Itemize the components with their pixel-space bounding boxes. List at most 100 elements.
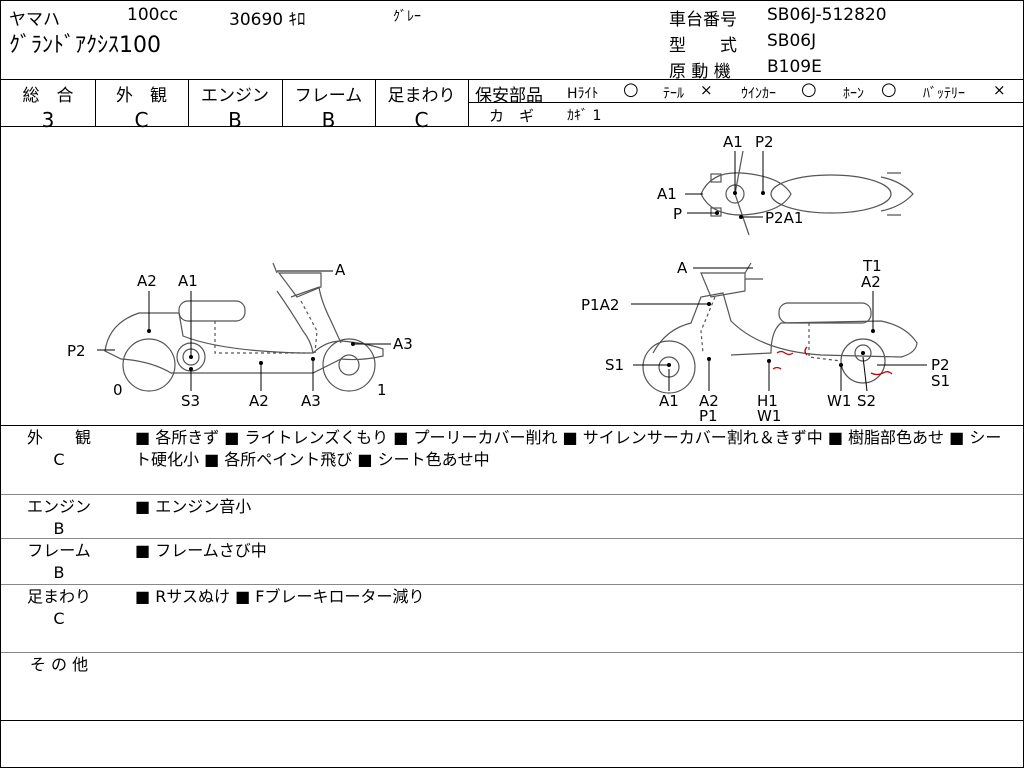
diagram-label: P2 (755, 133, 774, 151)
section-grade: B (53, 563, 65, 582)
model-type-value: SB06J (767, 31, 817, 51)
grade-engine: エンジン B (188, 81, 282, 132)
grade-label: 総 合 (22, 86, 74, 106)
diagram-label: A3 (393, 335, 413, 353)
grade-value: C (134, 108, 149, 132)
divider (1, 720, 1023, 721)
safety-item-mark: × (700, 81, 713, 99)
diagram-label: T1 (862, 257, 882, 275)
model-name: ｸﾞﾗﾝﾄﾞｱｸｼｽ100 (9, 33, 161, 58)
section-frame-text: ■ フレームさび中 (135, 541, 267, 560)
section-exterior-label: 外 観 C (19, 427, 99, 471)
diagram-label: A2 (137, 272, 157, 290)
frame-number-value: SB06J-512820 (767, 5, 887, 25)
grade-value: 3 (41, 108, 55, 132)
section-frame-label: フレーム B (19, 540, 99, 584)
safety-item-label: ﾎｰﾝ (843, 86, 864, 102)
damage-diagram: A2 A1 A P2 A3 0 1 S3 A2 A3 A1 P2 A1 P P2… (67, 133, 950, 425)
diagram-label: P2 (931, 356, 950, 374)
displacement: 100cc (127, 5, 179, 25)
section-grade: C (53, 609, 65, 628)
grade-label: フレーム (294, 86, 363, 106)
safety-item-label: ｳｲﾝｶｰ (741, 86, 776, 102)
scooter-side-right-drawing (642, 262, 918, 394)
diagram-label: 0 (113, 381, 123, 399)
diagram-label: A1 (723, 133, 743, 151)
divider (375, 79, 376, 126)
grade-suspension: 足まわり C (375, 81, 468, 132)
diagram-label: S1 (931, 372, 950, 390)
section-engine-label: エンジン B (19, 496, 99, 540)
diagram-label: S2 (857, 392, 876, 410)
divider (1, 425, 1023, 426)
diagram-label: A (335, 261, 346, 279)
safety-item-mark: × (993, 81, 1006, 99)
frame-number-label: 車台番号 (669, 10, 737, 30)
model-type-label: 型 式 (669, 36, 737, 56)
grade-label: 外 観 (116, 86, 167, 106)
diagram-label: A2 (861, 273, 881, 291)
grade-label: 足まわり (387, 86, 456, 106)
color: ｸﾞﾚｰ (393, 9, 421, 25)
key-label: カ ギ (489, 107, 535, 125)
diagram-label: A1 (657, 185, 677, 203)
section-title: そ の 他 (29, 655, 89, 674)
diagram-label: A2 (699, 392, 719, 410)
section-other-label: そ の 他 (19, 654, 99, 676)
divider (468, 102, 1023, 103)
divider (1, 494, 1023, 495)
safety-item-mark: ○ (881, 79, 897, 100)
diagram-label: P1 (699, 407, 718, 425)
section-exterior-text: ■ 各所きず ■ ライトレンズくもり ■ プーリーカバー削れ ■ サイレンサーカ… (135, 428, 1002, 469)
divider (1, 126, 1023, 127)
diagram-label: W1 (757, 407, 781, 425)
engine-model-label: 原 動 機 (669, 62, 731, 82)
safety-item-mark: ○ (623, 79, 639, 100)
diagram-label: W1 (827, 392, 851, 410)
grade-value: C (414, 108, 429, 132)
diagram-label: A3 (301, 392, 321, 410)
divider (188, 79, 189, 126)
diagram-label: S1 (605, 356, 624, 374)
section-suspension-text: ■ Rサスぬけ ■ Fブレーキローター減り (135, 587, 425, 606)
grade-label: エンジン (201, 86, 269, 106)
diagram-label: P1A2 (581, 296, 619, 314)
safety-item-label: ﾃｰﾙ (663, 86, 684, 102)
scooter-top-drawing (700, 150, 914, 236)
section-grade: C (53, 450, 65, 469)
diagram-label: P2 (67, 342, 86, 360)
diagram-label: H1 (757, 392, 778, 410)
safety-item-label: Hﾗｲﾄ (567, 86, 599, 102)
section-title: フレーム (27, 541, 91, 560)
section-grade: B (53, 519, 65, 538)
mileage: 30690 ｷﾛ (229, 10, 306, 30)
divider (95, 79, 96, 126)
divider (1, 79, 1023, 80)
safety-item-mark: ○ (801, 79, 817, 100)
section-suspension-label: 足まわり C (19, 586, 99, 630)
diagram-label: A1 (659, 392, 679, 410)
divider (282, 79, 283, 126)
safety-item-label: ﾊﾞｯﾃﾘｰ (923, 86, 965, 102)
maker: ヤマハ (9, 10, 60, 30)
diagram-label: A2 (249, 392, 269, 410)
section-title: 外 観 (26, 428, 91, 447)
section-title: 足まわり (26, 587, 91, 606)
diagram-label: S3 (181, 392, 200, 410)
divider (1, 584, 1023, 585)
grade-frame: フレーム B (282, 81, 375, 132)
diagram-label: A1 (178, 272, 198, 290)
grade-value: B (321, 108, 336, 132)
grade-exterior: 外 観 C (95, 81, 188, 132)
diagram-label: P2A1 (765, 209, 803, 227)
section-engine-text: ■ エンジン音小 (135, 497, 252, 516)
diagram-label: A (677, 259, 688, 277)
grade-value: B (228, 108, 242, 132)
engine-model-value: B109E (767, 57, 822, 77)
divider (1, 538, 1023, 539)
safety-title: 保安部品 (475, 86, 543, 106)
diagram-label: 1 (377, 381, 387, 399)
diagram-label: P (673, 205, 682, 223)
section-title: エンジン (26, 497, 91, 516)
key-value: ｶｷﾞ 1 (567, 108, 602, 124)
